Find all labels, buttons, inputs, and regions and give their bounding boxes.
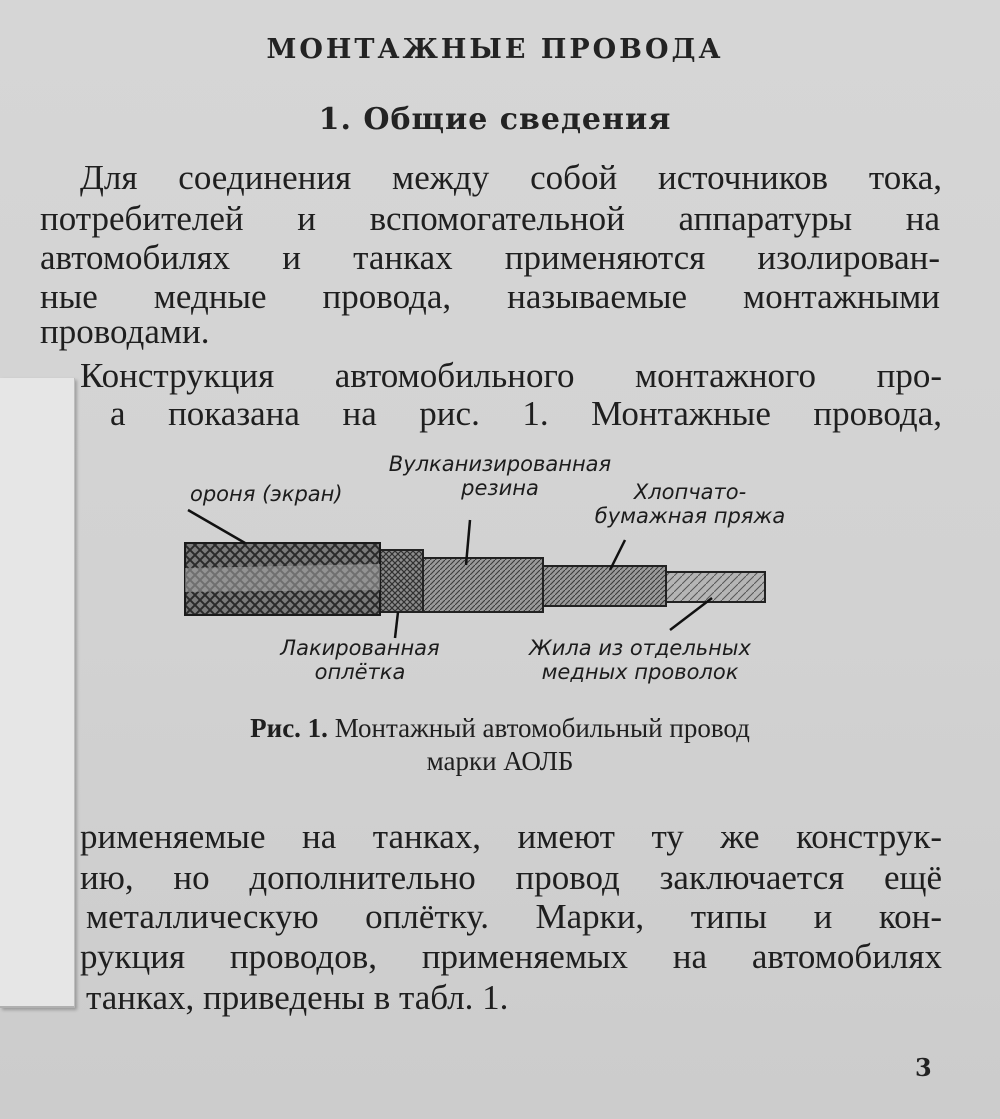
paragraph-line: Для соединения между собой источников то… (80, 158, 942, 197)
caption-figure-number: Рис. 1. (250, 713, 328, 743)
overlapping-paper-sheet (0, 378, 75, 1008)
paragraph-line: ию, но дополнительно провод заключается … (80, 858, 942, 897)
copper-core (659, 571, 766, 603)
figure-caption: Рис. 1. Монтажный автомобильный провод м… (150, 712, 850, 778)
label-rubber: Вулканизированная резина (388, 452, 612, 500)
paragraph-line: металлическую оплётку. Марки, типы и кон… (86, 897, 942, 936)
label-armor: ороня (экран) (190, 482, 343, 506)
paragraph-line: автомобилях и танках применяются изолиро… (40, 238, 940, 277)
section-heading: 1. Общие сведения (318, 102, 672, 137)
caption-line-2: марки АОЛБ (426, 746, 574, 776)
wire-figure: ороня (экран) Вулканизированная резина Х… (170, 440, 810, 700)
page-title: МОНТАЖНЫЕ ПРОВОДА (266, 34, 724, 65)
lacquered-braid (374, 549, 424, 613)
caption-text: Монтажный автомобильный провод (334, 713, 750, 743)
wire-illustration (184, 508, 766, 639)
paragraph-line: а показана на рис. 1. Монтажные провода, (110, 394, 942, 433)
paragraph-line: рукция проводов, применяемых на автомоби… (80, 937, 942, 976)
paragraph-line: ные медные провода, называемые монтажным… (40, 277, 940, 316)
paragraph-line: потребителей и вспомогательной аппаратур… (40, 199, 940, 238)
paragraph-line: проводами. (40, 312, 210, 351)
label-lacquered: Лакированная оплётка (280, 636, 440, 684)
paragraph-line: танках, приведены в табл. 1. (86, 978, 509, 1017)
rubber-layer (417, 557, 544, 613)
cotton-layer (537, 565, 667, 607)
label-cotton: Хлопчато- бумажная пряжа (594, 480, 786, 528)
paragraph-line: рименяемые на танках, имеют ту же констр… (80, 817, 942, 856)
page-number: 3 (915, 1053, 932, 1082)
label-core: Жила из отдельных медных проволок (529, 636, 751, 684)
paragraph-line: Конструкция автомобильного монтажного пр… (80, 356, 942, 395)
